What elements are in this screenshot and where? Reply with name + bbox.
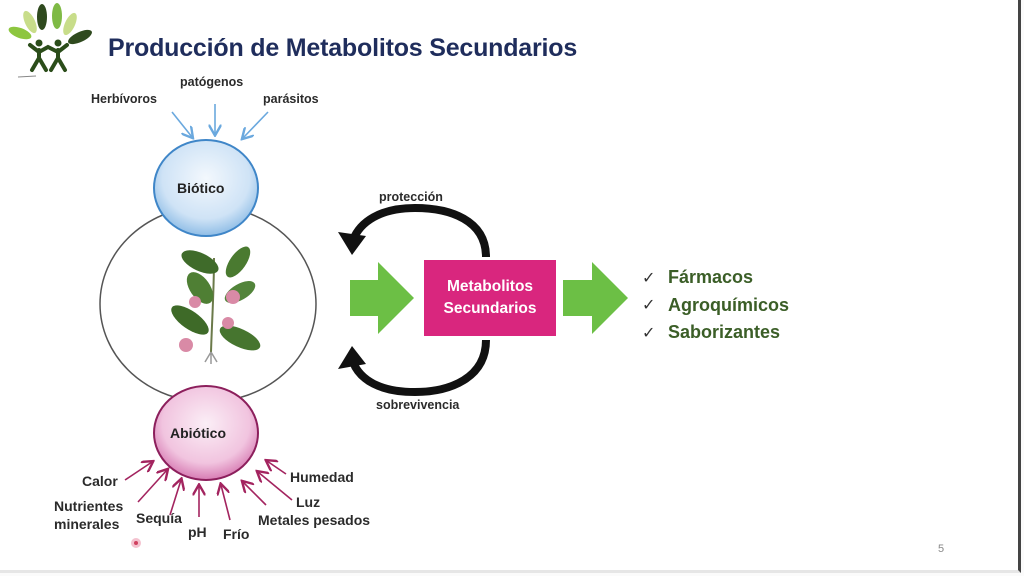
label-herbivoros: Herbívoros xyxy=(91,92,157,106)
label-frio: Frío xyxy=(223,526,250,542)
arrow-herbivoros xyxy=(171,111,192,137)
arrow-calor xyxy=(124,462,152,481)
check-icon: ✓ xyxy=(642,297,656,315)
plant-illustration-icon xyxy=(171,246,261,364)
label-sequia: Sequía xyxy=(136,510,182,526)
green-arrow-out xyxy=(563,262,628,334)
output-agroquimicos: Agroquímicos xyxy=(668,294,790,315)
abiotic-bubble xyxy=(153,385,259,481)
cycle-arrow-top xyxy=(338,203,490,258)
biotic-bubble xyxy=(153,139,259,237)
label-luz: Luz xyxy=(296,494,321,510)
output-item: ✓ Agroquímicos xyxy=(642,292,789,320)
label-calor: Calor xyxy=(82,473,118,489)
label-humedad: Humedad xyxy=(290,469,354,485)
output-farmacos: Fármacos xyxy=(668,267,754,288)
arrow-metales xyxy=(243,482,267,506)
label-sobrevivencia: sobrevivencia xyxy=(376,398,460,412)
arrow-nutrientes xyxy=(137,470,167,503)
tree-people-logo-icon xyxy=(8,3,92,78)
cycle-arrow-bottom xyxy=(338,339,490,397)
label-metales: Metales pesados xyxy=(258,512,371,528)
page-number: 5 xyxy=(938,543,945,555)
page-title: Producción de Metabolitos Secundarios xyxy=(108,34,578,62)
metabolites-line1: Metabolitos xyxy=(446,278,534,295)
check-icon: ✓ xyxy=(642,269,656,287)
label-ph: pH xyxy=(188,524,207,540)
label-patogenos: patógenos xyxy=(180,75,244,89)
abiotic-label: Abiótico xyxy=(170,425,226,441)
arrow-parasitos xyxy=(243,111,269,138)
arrow-luz xyxy=(258,472,293,501)
label-parasitos: parásitos xyxy=(263,92,319,106)
arrow-humedad xyxy=(267,461,287,475)
output-item: ✓ Fármacos xyxy=(642,264,789,292)
biotic-label: Biótico xyxy=(177,180,225,196)
output-saborizantes: Saborizantes xyxy=(668,322,781,343)
label-proteccion: protección xyxy=(379,190,443,204)
outputs-list: ✓ Fármacos ✓ Agroquímicos ✓ Saborizantes xyxy=(642,264,789,347)
arrow-frio xyxy=(221,485,231,521)
metabolites-box: Metabolitos Secundarios xyxy=(424,260,556,336)
arrow-sequia xyxy=(169,480,181,516)
check-icon: ✓ xyxy=(642,324,656,342)
metabolites-line2: Secundarios xyxy=(443,300,537,317)
label-nutrientes: Nutrientes xyxy=(54,498,124,514)
output-item: ✓ Saborizantes xyxy=(642,319,789,347)
green-arrow-in xyxy=(350,262,414,334)
label-minerales: minerales xyxy=(54,516,120,532)
